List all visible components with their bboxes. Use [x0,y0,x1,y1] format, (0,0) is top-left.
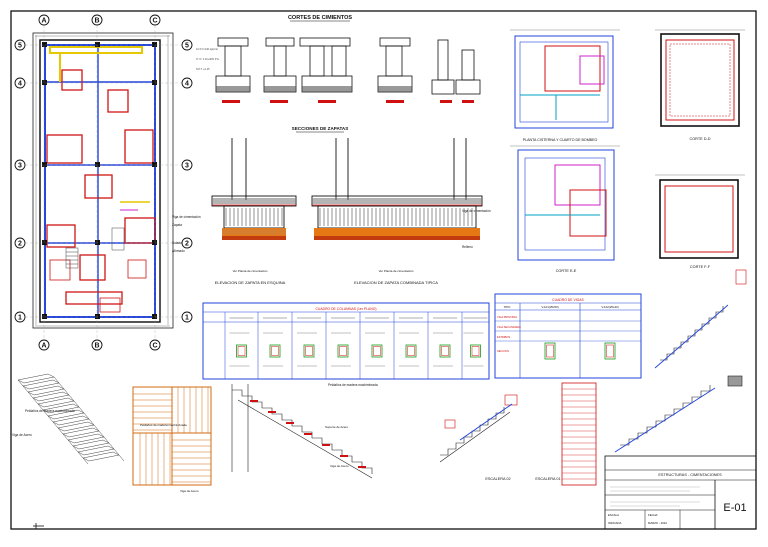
svg-text:5: 5 [185,43,189,50]
grid-bubble-left-2: 2 [14,237,26,249]
planta-cisterna-title: PLANTA CISTERNA Y CUARTO DE BOMBEO [523,138,598,142]
cistern-details: PLANTA CISTERNA Y CUARTO DE BOMBEO CORTE… [510,29,745,273]
label-peldanos-3: Peldaños de madera machimbrada [328,383,378,387]
grid-bubble-right-3: 3 [181,159,193,171]
label-peldanos-2: Peldaños de madera machimbrada [140,423,187,427]
table-right-col-2: V-102(25x40) [601,305,618,309]
label-peldanos-1: Peldaños de madera machimbrada [25,409,75,413]
svg-text:Cº Cº 1:10+30% P.G.: Cº Cº 1:10+30% P.G. [196,57,220,61]
escalera-1-title: ESCALERA 01 [535,477,560,481]
svg-text:3: 3 [185,163,189,170]
column-schedule-table: CUADRO DE COLUMNAS (1er PLANO) [202,302,490,380]
table-right-row-1: VIGA SECUNDARIA [497,325,521,329]
sheet-number: E-01 [723,502,746,514]
svg-text:N.P.T. +0.15: N.P.T. +0.15 [196,68,210,71]
grid-bubble-right-5: 5 [181,39,193,51]
svg-text:1: 1 [18,315,22,322]
svg-text:B: B [94,343,99,350]
svg-text:2: 2 [18,241,22,248]
foundation-sections: 1/2 F'c=140 kg/cm2 Cº Cº 1:10+30% P.G. N… [196,37,481,103]
table-right-row-0: VIGA PRINCIPAL [497,315,518,319]
label-solado: Solado [172,241,182,245]
grid-bubble-left-5: 5 [14,39,26,51]
scale-bar [33,523,44,529]
grid-bubble-left-1: 1 [14,311,26,323]
corte-ee-title: CORTE E-E [556,269,577,273]
label-zapata: Zapata [172,223,182,227]
title-block: ESTRUCTURAS - CIMENTACIONES E-01 ESCALA … [604,455,757,530]
label-viga-acero-3: Viga de Acero [330,464,349,468]
label-viga-2: Viga de cimentación [462,209,491,213]
footing-elevations: Viga de cimentación Zapata Solado Afirma… [172,138,491,285]
scale-label: ESCALA [608,513,619,517]
svg-text:2: 2 [185,241,189,248]
secciones-title: SECCIONES DE ZAPATAS [292,126,349,131]
elev-combinada-title: ELEVACION DE ZAPATA COMBINADA TIPICA [354,280,438,285]
scale-value: INDICADA [608,521,621,525]
grid-bubble-left-3: 3 [14,159,26,171]
corte-ff-title: CORTE F-F [690,265,711,269]
label-viga-acero-2: Viga de Acero [180,489,199,493]
escalera-2-title: ESCALERA 02 [485,477,510,481]
svg-text:C: C [152,18,157,25]
svg-text:B: B [94,18,99,25]
svg-text:C: C [152,343,157,350]
table-right-row-3: SECCION [497,349,509,353]
svg-text:A: A [41,18,46,25]
grid-bubble-right-1: 1 [181,311,193,323]
project-name: ESTRUCTURAS - CIMENTACIONES [658,473,722,477]
svg-text:4: 4 [185,81,189,88]
label-ver-planta-1: Ver Planta de cimentación [233,269,268,273]
svg-text:4: 4 [18,81,22,88]
foundation-plan: A A B B C C 5 5 4 4 3 3 2 2 1 1 [14,14,193,351]
corte-dd-title: CORTE D-D [689,137,710,141]
elev-esquina-title: ELEVACION DE ZAPATA EN ESQUINA [215,280,286,285]
label-afirmado: Afirmado [172,249,185,253]
svg-text:1/2 F'c=140 kg/cm2: 1/2 F'c=140 kg/cm2 [196,48,218,51]
svg-text:A: A [41,343,46,350]
stair-details: Peldaños de madera machimbrada Viga de A… [12,269,747,493]
grid-bubble-top-C: C [149,14,161,26]
table-right-title: CUADRO DE VIGAS [552,298,584,302]
grid-bubble-bottom-B: B [91,339,103,351]
table-right-row-2: ESTRIBOS [497,335,510,339]
label-soporte: Soporte de Acero [325,425,349,429]
table-right-col-0: TIPO [504,305,511,309]
label-viga: Viga de cimentación [172,215,201,219]
svg-text:3: 3 [18,163,22,170]
label-viga-acero-1: Viga de Acero [12,433,32,437]
grid-bubble-bottom-A: A [38,339,50,351]
grid-bubble-bottom-C: C [149,339,161,351]
sheet-border [10,10,757,530]
grid-bubble-left-4: 4 [14,77,26,89]
beam-schedule-table: CUADRO DE VIGAS TIPO V-101(25x50) V-102(25… [494,293,642,379]
grid-bubble-top-B: B [91,14,103,26]
grid-bubble-right-4: 4 [181,77,193,89]
cortes-title: CORTES DE CIMIENTOS [288,15,352,21]
label-ver-planta-2: Ver Planta de cimentación [379,269,414,273]
svg-text:1: 1 [185,315,189,322]
grid-bubble-right-2: 2 [181,237,193,249]
svg-text:5: 5 [18,43,22,50]
date-value: MARZO - 2024 [648,521,667,525]
table-left-title: CUADRO DE COLUMNAS (1er PLANO) [315,307,376,311]
label-relleno: Relleno [462,245,473,249]
date-label: FECHA [648,513,658,517]
table-right-col-1: V-101(25x50) [541,305,558,309]
grid-bubble-top-A: A [38,14,50,26]
